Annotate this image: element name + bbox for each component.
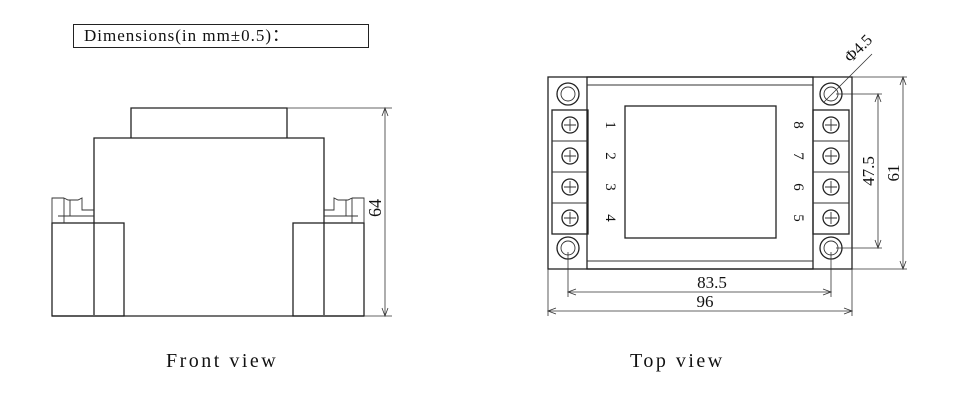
terminal-screw-2 [561,147,579,165]
hole-diameter-dim: Φ4.5 [842,32,876,66]
front-view-drawing [51,106,392,318]
pin-label-8: 8 [790,121,806,129]
terminal-screw-slot-7 [825,181,837,193]
pin-label-6: 6 [790,183,806,191]
top-view-drawing [546,53,907,316]
pin-label-7: 7 [790,152,806,160]
overall-width-dim: 96 [697,292,714,311]
terminal-screw-slot-1 [564,119,576,131]
terminal-screw-8 [822,209,840,227]
pin-label-4: 4 [602,214,618,222]
terminal-screws [561,116,840,227]
terminal-screw-slot-2 [564,150,576,162]
terminal-screw-slot-4 [564,212,576,224]
terminal-screw-6 [822,147,840,165]
terminal-screw-slot-6 [825,150,837,162]
terminal-screw-5 [822,116,840,134]
top-view-caption: Top view [630,350,725,372]
terminal-screw-1 [561,116,579,134]
dimensions-label: Dimensions(in mm±0.5)： [73,24,369,48]
terminal-screw-3 [561,178,579,196]
inner-height-dim: 47.5 [859,156,878,186]
terminal-screw-slot-5 [825,119,837,131]
outer-height-dim: 61 [884,165,903,182]
pin-label-3: 3 [602,183,618,191]
terminal-screw-7 [822,178,840,196]
front-height-dim: 64 [365,199,385,217]
pin-label-2: 2 [602,152,618,160]
terminal-screw-slot-3 [564,181,576,193]
hole-spacing-dim: 83.5 [697,273,727,292]
terminal-screw-slot-8 [825,212,837,224]
pin-label-1: 1 [602,121,618,129]
pin-label-5: 5 [790,214,806,222]
terminal-screw-4 [561,209,579,227]
front-view-caption: Front view [166,350,279,372]
